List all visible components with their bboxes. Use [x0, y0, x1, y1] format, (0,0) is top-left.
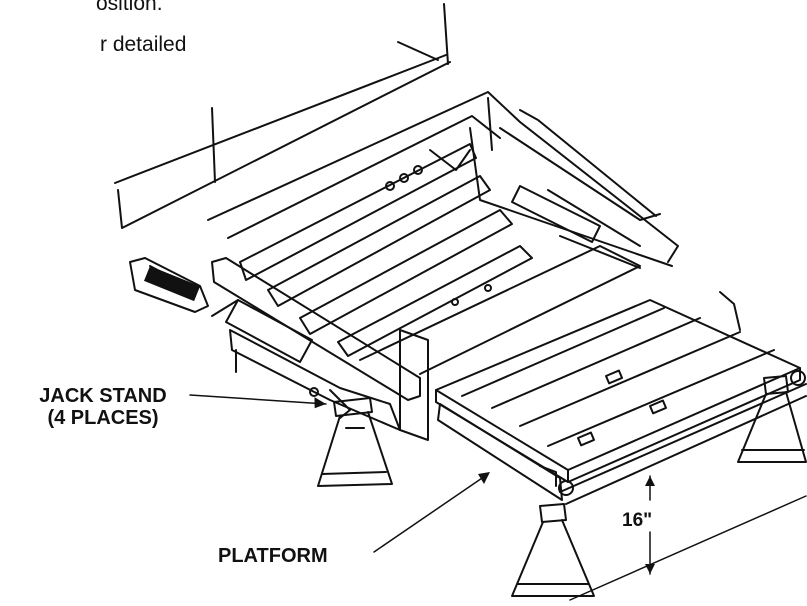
jack-stand-label: JACK STAND (4 PLACES): [8, 385, 198, 429]
hydraulic-cylinder-right: [511, 185, 601, 243]
platform-deck: [435, 291, 807, 505]
ground-line: [569, 495, 807, 601]
truck-body: [114, 3, 451, 229]
jack-stand-1: [317, 397, 393, 487]
intro-text-line-1: osition.: [96, 0, 163, 15]
platform-label: PLATFORM: [218, 545, 328, 567]
jack-stand-leader: [189, 394, 327, 409]
clearance-dimension: [645, 475, 655, 575]
jack-stand-label-line-1: JACK STAND: [39, 385, 167, 407]
platform-leader: [373, 472, 490, 553]
jack-stand-4: [539, 465, 557, 487]
front-arm: [211, 257, 429, 441]
deck-rails: [239, 143, 641, 375]
jack-stand-3: [737, 375, 807, 463]
intro-text-line-2: r detailed: [100, 33, 187, 56]
jack-stand-label-line-2: (4 PLACES): [47, 407, 159, 429]
clearance-dimension-label: 16": [622, 510, 653, 531]
maxon-logo: [144, 266, 201, 302]
hydraulic-cylinder-left: [211, 299, 313, 363]
jack-stand-2: [511, 503, 595, 597]
